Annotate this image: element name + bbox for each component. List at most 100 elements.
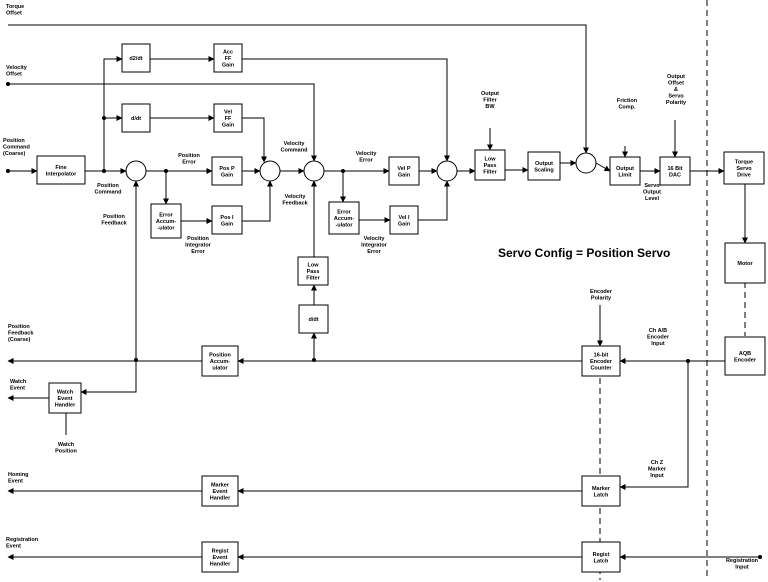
dac-line-1: DAC [669,172,681,178]
watch-handler-line-1: Event [58,396,73,402]
velocity-feedback-label-line-0: Velocity [285,194,307,200]
watch-handler-line-0: Watch [57,390,74,396]
ddt2-line-0: d/dt [308,317,318,323]
junction-dot-2 [102,116,106,120]
output-offset-polarity-label-line-2: & [674,87,678,93]
position-integrator-error-label-line-2: Error [191,249,205,255]
position-command2-label-line-0: Position [97,183,119,189]
signal-wire-23 [595,162,611,172]
registration-input-label-line-1: Input [735,565,749,571]
velocity-error-label-line-1: Error [359,158,373,164]
position-integrator-error-label-line-0: Position [187,236,209,242]
output-offset-polarity-label-line-1: Offset [668,81,684,87]
err-acc1-line-1: Accum- [156,219,176,225]
drive-line-0: Torque [735,160,753,166]
position-feedback2-label-line-1: Feedback [101,221,127,227]
signal-wire-3 [103,56,123,171]
err-acc2-line-2: -ulator [335,223,353,229]
enc-counter-line-1: Encoder [590,359,613,365]
servo-output-level-label-line-0: Servo [644,183,660,189]
encoder-polarity-label-line-1: Polarity [591,296,612,302]
out-scaling-line-1: Scaling [534,167,554,173]
ch-ab-input-label-line-1: Encoder [647,335,670,341]
out-scaling-line-0: Output [535,161,553,167]
servo-output-level-label-line-1: Output [643,190,661,196]
position-integrator-error-label-line-1: Integrator [185,243,212,249]
lpf1-line-2: Filter [483,170,497,176]
enc-counter-line-0: 16-bit [594,353,609,359]
position-feedback-label-line-1: Feedback [8,331,34,337]
err-acc1-line-2: -ulator [157,226,175,232]
ch-ab-input-label-line-0: Ch A/B [649,328,667,334]
output-offset-polarity-label-line-3: Servo [668,94,684,100]
out-limit-line-1: Limit [618,172,631,178]
output-offset-polarity-label-line-0: Output [667,74,685,80]
position-error-label-line-1: Error [182,160,196,166]
veli-line-0: Vel I [398,215,409,221]
ddt2-block: d/dt [298,304,329,334]
position-error-label-line-0: Position [178,153,200,159]
servo-output-level-label-line-2: Level [645,196,660,202]
velocity-integrator-error-label-line-2: Error [367,249,381,255]
signal-wire-19 [418,180,450,221]
junction-dot-3 [164,169,168,173]
summing-junction-5 [575,152,597,174]
junction-dot-6 [312,358,316,362]
signal-wire-7 [242,58,450,162]
friction-comp-label-line-1: Comp. [618,105,636,111]
err-acc2-line-0: Error [337,210,351,216]
posp-line-0: Pos P [219,166,235,172]
regist-handler-line-0: Regist [212,549,229,555]
velp-line-0: Vel P [397,166,410,172]
signal-wire-35 [80,360,137,395]
torque-offset-label-line-1: Offset [6,11,22,17]
lpf1-line-0: Low [485,157,497,163]
position-feedback-label-line-0: Position [8,324,30,330]
velocity-error-label-line-0: Velocity [356,151,378,157]
junction-dot-4 [341,169,345,173]
veli-line-1: Gain [398,221,411,227]
marker-handler-line-2: Handler [210,496,231,502]
junction-dot-9 [6,82,10,86]
encoder-line-1: Encoder [734,357,757,363]
motor-line-0: Motor [737,261,753,267]
ch-z-input-label-line-0: Ch Z [651,460,664,466]
torque-offset-label-line-0: Torque [6,4,24,10]
registration-event-label-line-1: Event [6,544,21,550]
registration-input-label-line-0: Registration [726,558,759,564]
diagram-title: Servo Config = Position Servo [498,246,670,260]
acc-ff-line-2: Gain [222,63,235,69]
summing-junction-1 [125,160,147,182]
marker-latch-line-0: Marker [592,486,611,492]
dac-line-0: 16 Bit [668,166,683,172]
position-command-label-line-0: Position [3,138,25,144]
regist-latch-line-0: Regist [593,552,610,558]
velocity-command-label-line-1: Command [281,148,308,154]
regist-handler-line-1: Event [213,555,228,561]
